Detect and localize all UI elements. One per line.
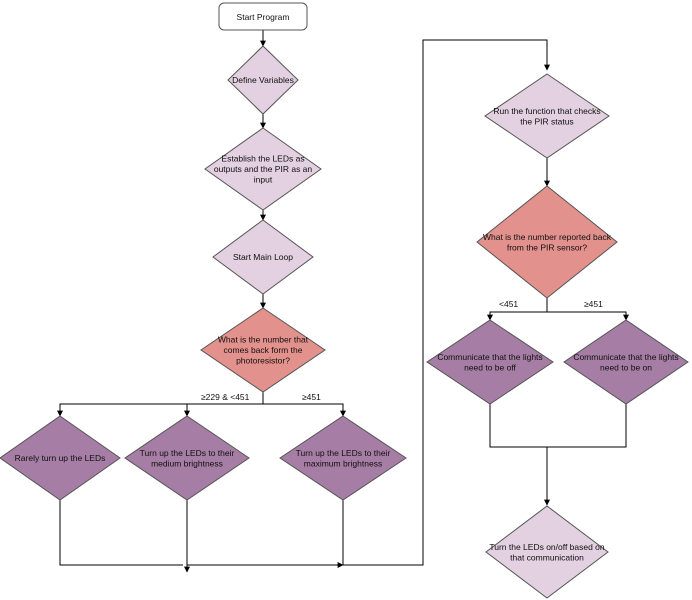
diamond-shape — [200, 307, 326, 393]
node-text-line: comes back form the — [224, 345, 303, 355]
connectors — [57, 30, 629, 573]
edge-rarely-merge — [59, 500, 183, 566]
node-main-loop: Start Main Loop — [212, 219, 314, 295]
edge-branch-max — [263, 403, 346, 417]
diamond-shape — [124, 415, 250, 501]
node-text-line: Communicate that the lights — [437, 352, 542, 362]
start-label: Start Program — [237, 12, 290, 22]
diamond-shape — [563, 319, 689, 405]
edge-off-merge — [489, 404, 627, 448]
node-text-line: maximum brightness — [304, 458, 382, 468]
node-text-line: Establish the LEDs as — [221, 154, 304, 164]
diamond-shape — [484, 73, 610, 159]
node-text-line: need to be off — [464, 362, 516, 372]
node-text-line: from the PIR sensor? — [507, 242, 588, 252]
edge-label-high-pir: ≥451 — [584, 299, 603, 309]
edge-labels: ≥229 & <451 ≥451 <451 ≥451 — [201, 299, 603, 402]
start-node: Start Program — [218, 2, 308, 31]
diamond-shape — [212, 219, 314, 295]
node-text-line: the PIR status — [520, 116, 573, 126]
node-text-line: Communicate that the lights — [573, 352, 678, 362]
node-text-line: photoresistor? — [236, 356, 290, 366]
node-text-line: Rarely turn up the LEDs — [15, 453, 106, 463]
edge-pir-branches — [487, 298, 548, 321]
edge-label-low-pir: <451 — [499, 299, 518, 309]
node-text-line: Turn the LEDs on/off based on — [489, 542, 605, 552]
node-text-line: Define Variables — [232, 75, 294, 85]
node-text-line: Turn up the LEDs to their — [140, 448, 235, 458]
node-text-line: Turn up the LEDs to their — [296, 448, 391, 458]
node-text-line: need to be on — [600, 362, 652, 372]
node-text-line: What is the number that — [218, 335, 309, 345]
edge-label-mid-range: ≥229 & <451 — [201, 392, 250, 402]
edge-label-high-photo: ≥451 — [302, 392, 321, 402]
node-text-line: What is the number reported back — [483, 232, 612, 242]
diamond-shape — [476, 185, 618, 299]
node-text-line: input — [254, 175, 273, 185]
edge-pir-branch-on — [547, 311, 629, 321]
edge-question-to-branches — [57, 392, 264, 417]
node-text-line: outputs and the PIR as an — [214, 164, 313, 174]
node-text-line: Start Main Loop — [233, 252, 293, 262]
diamond-shape — [227, 45, 299, 115]
diamond-shape — [0, 415, 121, 501]
node-text-line: Run the function that checks — [493, 106, 600, 116]
node-define-vars: Define Variables — [227, 45, 299, 115]
diamond-shape — [426, 319, 554, 405]
start-box — [218, 2, 308, 31]
node-text-line: medium brightness — [151, 458, 223, 468]
diamond-shape — [485, 505, 609, 599]
node-rarely: Rarely turn up the LEDs — [0, 415, 121, 501]
edge-max-merge — [342, 39, 550, 566]
diamond-shape — [204, 127, 322, 211]
node-text-line: that communication — [510, 552, 584, 562]
diamond-shape — [279, 415, 407, 501]
